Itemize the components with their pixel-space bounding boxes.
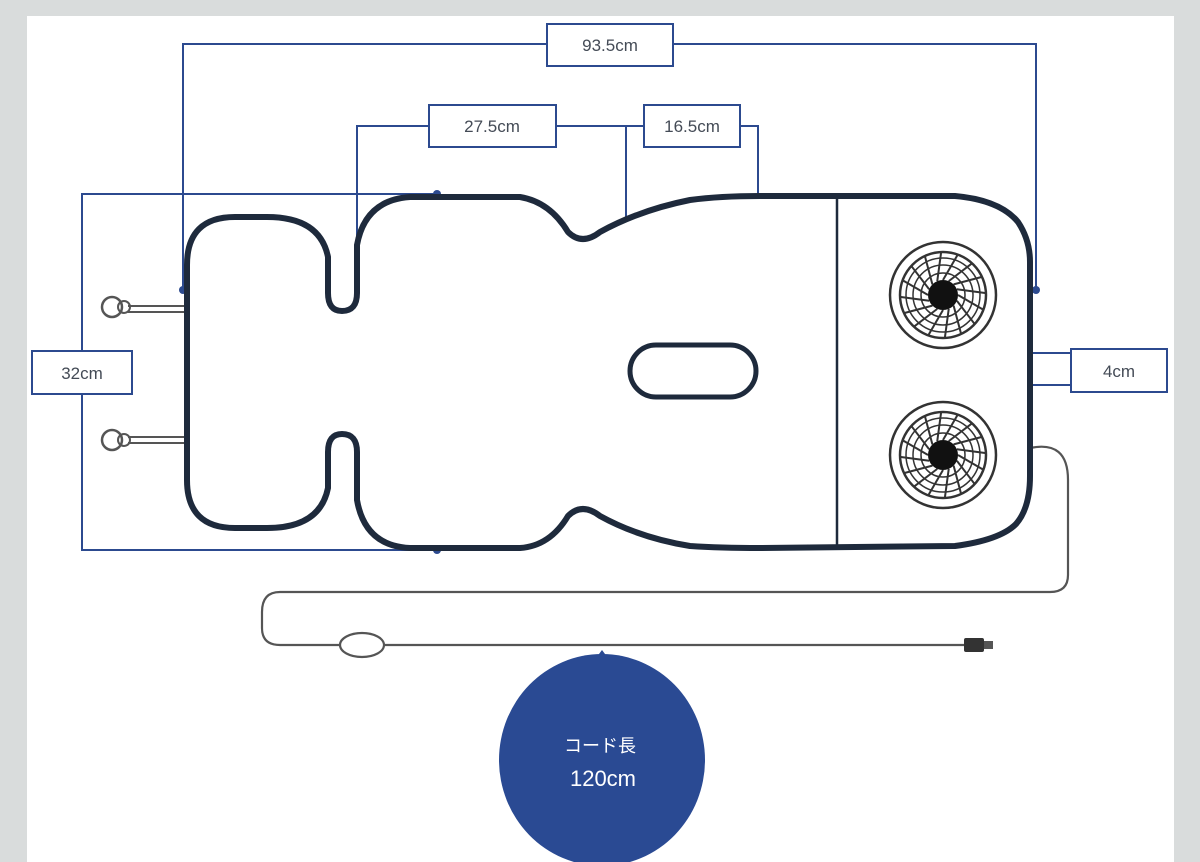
dimension-label-width: 32cm xyxy=(31,350,133,395)
seat-pad-outline xyxy=(184,193,1033,551)
controller-icon xyxy=(338,631,386,659)
svg-text:32cm: 32cm xyxy=(61,364,103,383)
svg-text:4cm: 4cm xyxy=(1103,362,1135,381)
svg-text:16.5cm: 16.5cm xyxy=(664,117,720,136)
dimension-label-head-to-neck: 27.5cm xyxy=(428,104,557,148)
svg-text:27.5cm: 27.5cm xyxy=(464,117,520,136)
svg-text:93.5cm: 93.5cm xyxy=(582,36,638,55)
fan-icon xyxy=(888,240,998,350)
dimension-label-slot-length: 16.5cm xyxy=(643,104,741,148)
belt-slot xyxy=(627,342,759,400)
power-cord xyxy=(260,445,1070,647)
dimension-label-total-length: 93.5cm xyxy=(546,23,674,67)
callout-line-1: コード長 xyxy=(564,736,636,756)
hook-icon xyxy=(100,428,185,452)
callout-line-2: 120cm xyxy=(570,766,636,791)
cord-length-callout: コード長 120cm xyxy=(499,650,705,862)
fan-icon xyxy=(888,400,998,510)
plug-icon xyxy=(964,638,993,652)
dimension-label-slot-width: 4cm xyxy=(1070,348,1168,393)
hook-icon xyxy=(100,295,185,319)
